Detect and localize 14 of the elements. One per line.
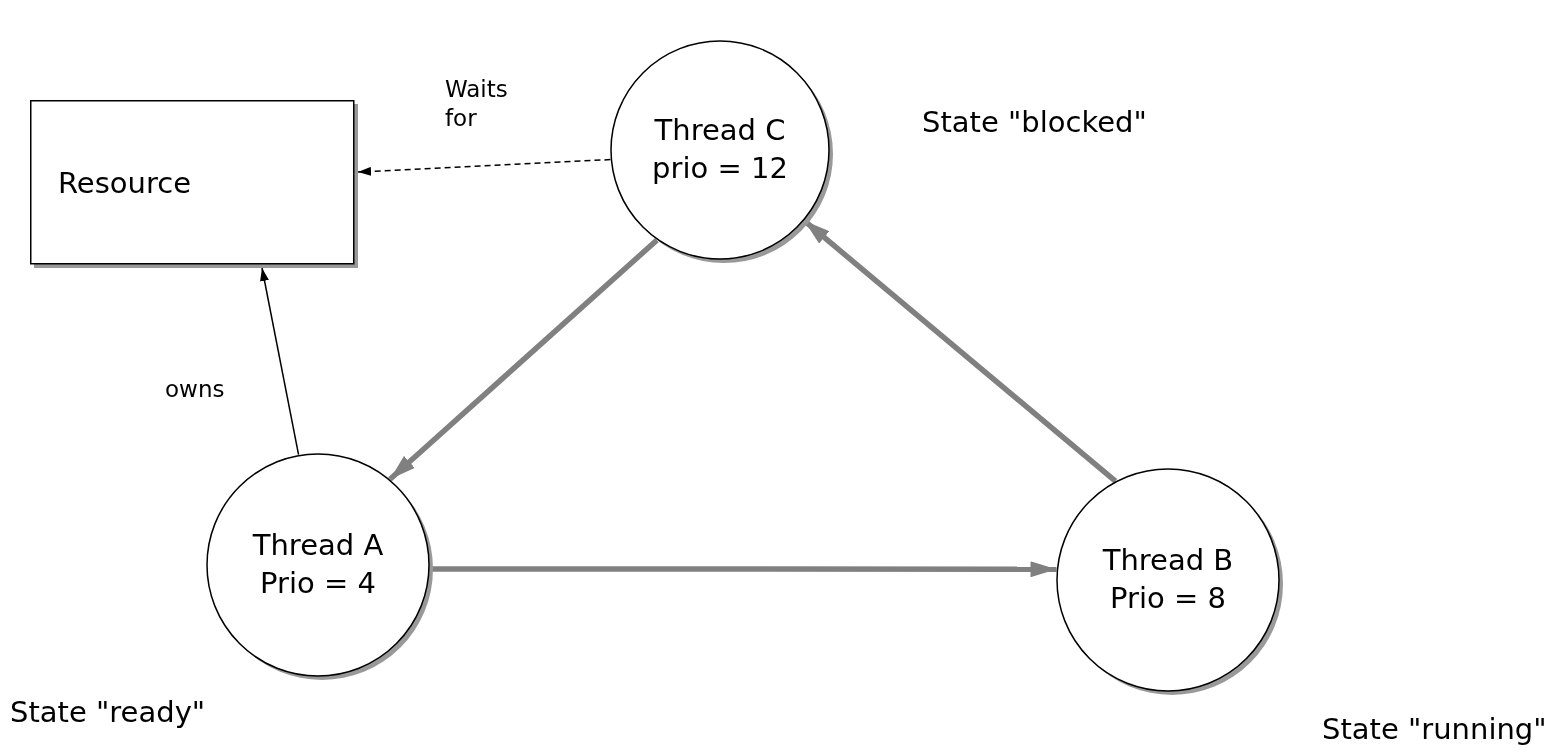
node-text: Thread C prio = 12	[651, 112, 789, 187]
state-label: State "blocked"	[922, 105, 1147, 139]
state-label: State "running"	[1322, 712, 1547, 746]
arrow	[388, 238, 659, 482]
resource-box	[30, 100, 358, 268]
thread-circle	[206, 453, 430, 677]
arrow	[260, 267, 300, 456]
thread-circle	[610, 40, 830, 260]
node-text: Resource	[58, 165, 191, 203]
node-text: Thread A Prio = 4	[251, 527, 385, 602]
arrow	[357, 158, 612, 176]
state-label: State "ready"	[10, 695, 206, 729]
node-text: Thread B Prio = 8	[1101, 542, 1235, 617]
thread-circle	[1056, 468, 1280, 692]
